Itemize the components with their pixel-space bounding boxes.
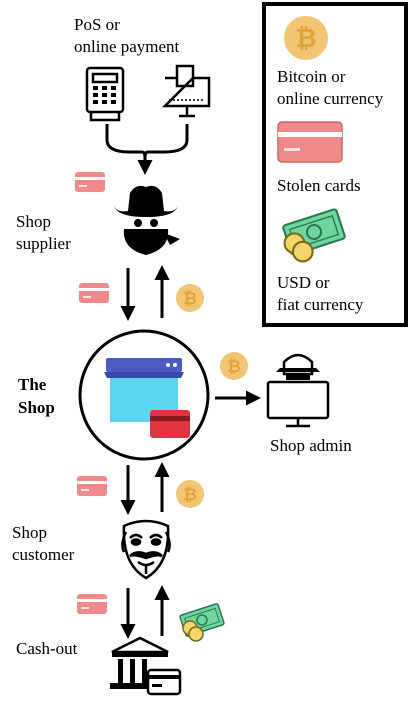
- credit-card-icon: [77, 476, 107, 496]
- credit-card-icon: [75, 172, 105, 192]
- guy-fawkes-mask-icon: [121, 519, 171, 580]
- payment-sources-label-line2: online payment: [74, 37, 180, 56]
- cowboy-bandit-icon: [114, 185, 180, 255]
- shop-label-line1: The: [18, 375, 47, 394]
- credit-card-icon: [79, 283, 109, 303]
- legend-cards-label: Stolen cards: [277, 176, 361, 195]
- legend-fiat-line1: USD or: [277, 273, 330, 292]
- bitcoin-coin-icon: ₿: [284, 16, 328, 60]
- customer-label-line2: customer: [12, 545, 75, 564]
- admin-label: Shop admin: [270, 436, 352, 455]
- supplier-label-line1: Shop: [16, 212, 51, 231]
- cash-money-icon: [178, 602, 226, 642]
- bitcoin-coin-icon: [176, 284, 204, 312]
- legend-fiat-line2: fiat currency: [277, 295, 364, 314]
- shop-label-line2: Shop: [18, 398, 55, 417]
- legend-box: [262, 2, 408, 327]
- bitcoin-coin-icon: [220, 352, 248, 380]
- cashout-label: Cash-out: [16, 639, 78, 658]
- cash-register-icon: [161, 64, 211, 118]
- online-shop-icon: [104, 358, 190, 438]
- svg-text:₿: ₿: [295, 23, 316, 53]
- legend-bitcoin-line1: Bitcoin or: [277, 67, 346, 86]
- hacker-computer-icon: [266, 353, 330, 428]
- pos-terminal-icon: [85, 66, 125, 122]
- legend-bitcoin-line2: online currency: [277, 89, 384, 108]
- customer-label-line1: Shop: [12, 523, 47, 542]
- shop-circle: [78, 329, 210, 461]
- online-to-supplier-line: [143, 124, 189, 159]
- bitcoin-coin-icon: [176, 480, 204, 508]
- credit-card-icon: [77, 594, 107, 614]
- pos-to-supplier-line: [105, 124, 147, 159]
- bank-icon: [110, 636, 182, 696]
- credit-card-icon: [277, 121, 343, 163]
- payment-sources-label-line1: PoS or: [74, 15, 120, 34]
- supplier-label-line2: supplier: [16, 234, 71, 253]
- cash-money-icon: [282, 208, 346, 263]
